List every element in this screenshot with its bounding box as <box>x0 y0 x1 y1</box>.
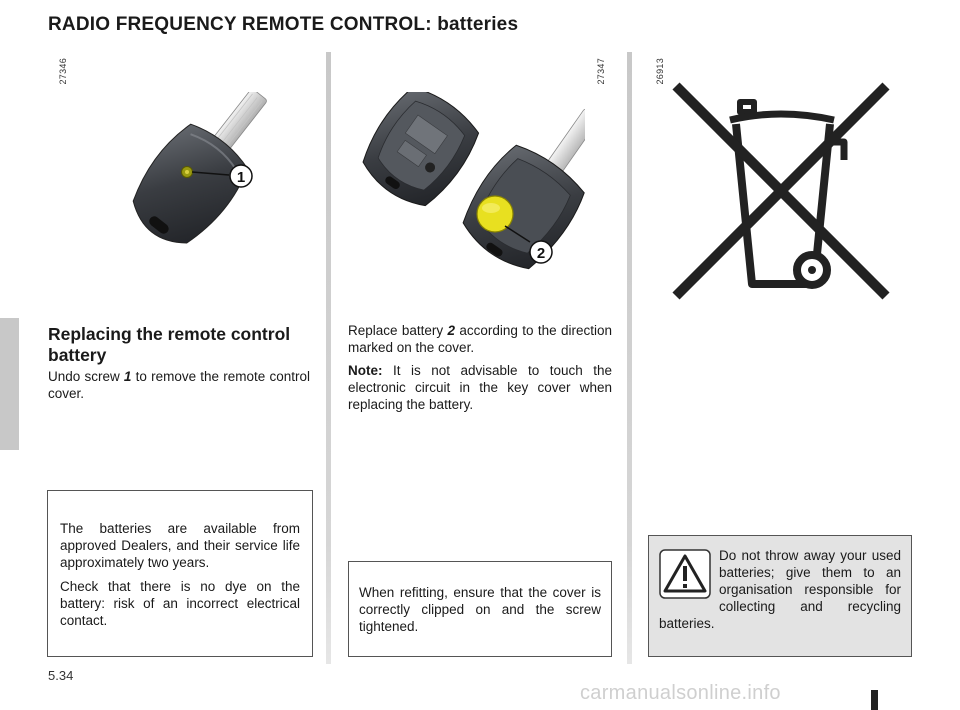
battery-availability-text: The batteries are available from approve… <box>60 521 300 570</box>
callout-2-label: 2 <box>537 245 545 262</box>
note-text: It is not advisable to touch the electro… <box>348 363 612 412</box>
recycling-warning-text: Do not throw away your used batteries; g… <box>659 548 901 631</box>
crossed-bin-icon <box>672 82 890 300</box>
page-title: RADIO FREQUENCY REMOTE CONTROL: batterie… <box>48 14 519 35</box>
remote-key-battery-figure: 2 <box>362 92 585 270</box>
recycling-warning-box: Do not throw away your used batteries; g… <box>648 535 912 657</box>
battery-reference: 2 <box>447 323 456 338</box>
battery-info-box: The batteries are available from approve… <box>47 490 313 657</box>
warning-triangle-icon <box>659 549 711 599</box>
replace-text-end: according to the direction marked on the… <box>348 323 612 355</box>
column-divider-1 <box>326 52 331 664</box>
note-label: Note: <box>348 363 383 378</box>
figure-code-27346: 27346 <box>58 58 68 85</box>
figure-code-26913: 26913 <box>655 58 665 85</box>
footer-marker <box>871 690 878 710</box>
figure-code-27347: 27347 <box>596 58 606 85</box>
replace-text-start: Replace battery <box>348 323 448 338</box>
chapter-tab <box>0 318 19 450</box>
battery-highlight <box>476 195 514 233</box>
instruction-text-end: to remove the remote control cover. <box>48 369 310 401</box>
section-heading: Replacing the remote control battery <box>48 324 291 365</box>
screw-instruction: Undo screw 1 to remove the remote contro… <box>48 368 310 408</box>
watermark-text: carmanualsonline.info <box>580 682 781 704</box>
battery-dye-check-text: Check that there is no dye on the batter… <box>60 579 300 628</box>
column-divider-2 <box>627 52 632 664</box>
refitting-text: When refitting, ensure that the cover is… <box>359 585 601 634</box>
refitting-info-box: When refitting, ensure that the cover is… <box>348 561 612 657</box>
page-number: 5.34 <box>48 668 74 683</box>
instruction-text-start: Undo screw <box>48 369 124 384</box>
battery-replacement-instructions: Replace battery 2 according to the direc… <box>348 322 612 419</box>
remote-key-screw-figure: 1 <box>132 92 267 244</box>
callout-1-label: 1 <box>237 169 245 186</box>
screw-reference: 1 <box>123 369 132 384</box>
